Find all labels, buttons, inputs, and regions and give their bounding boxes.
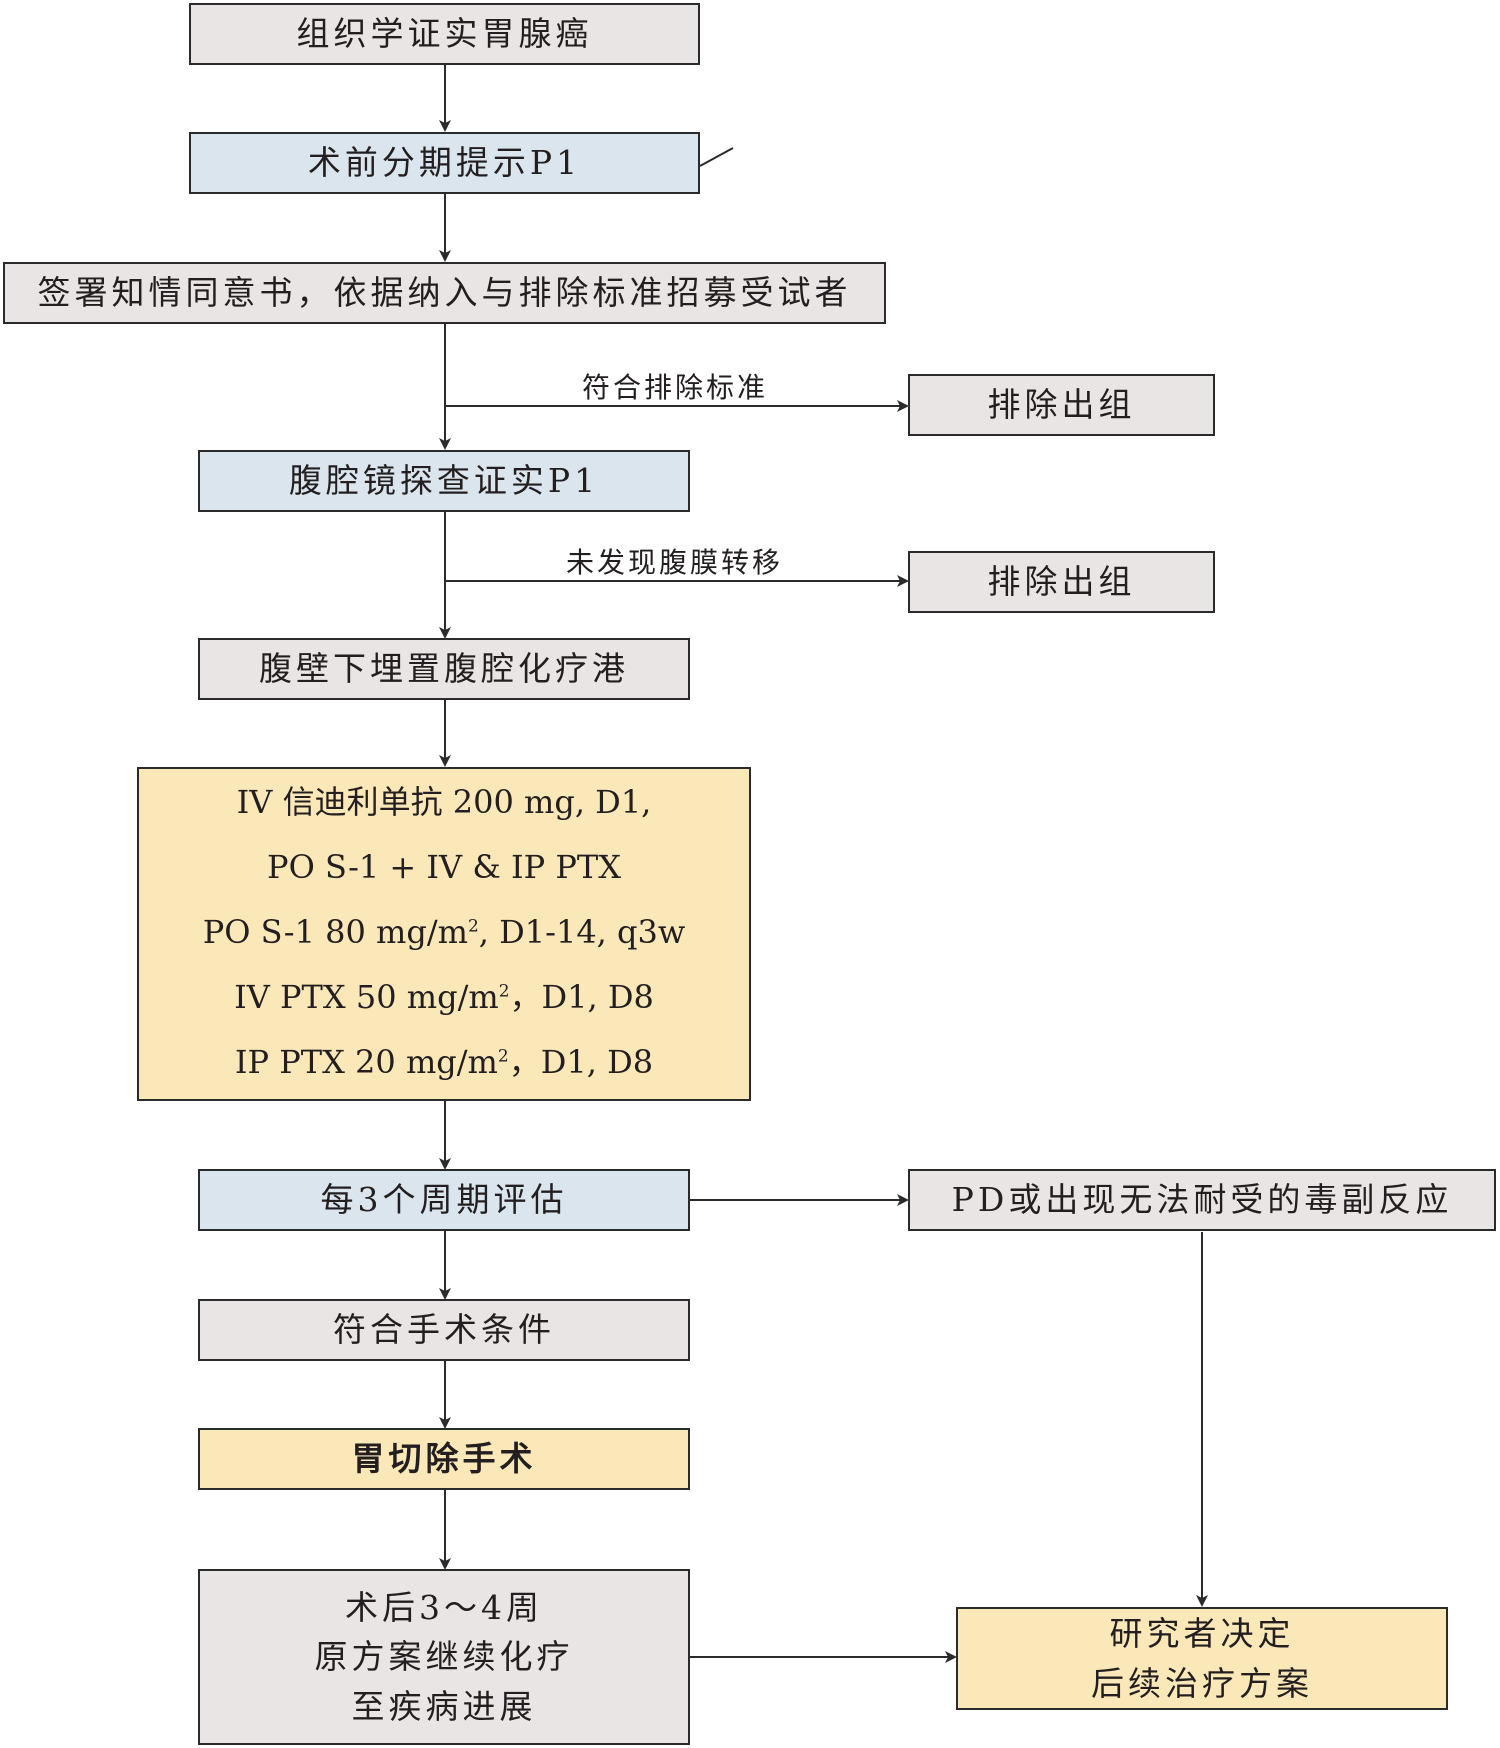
node-investigator-line-1: 研究者决定	[1109, 1614, 1295, 1653]
regimen-line-2: PO S-1 + IV & IP PTX	[267, 847, 621, 886]
node-regimen: IV 信迪利单抗 200 mg, D1, PO S-1 + IV & IP PT…	[137, 767, 751, 1101]
regimen-line-3-schedule: , D1-14, q3w	[478, 912, 686, 951]
node-consent-label: 签署知情同意书，依据纳入与排除标准招募受试者	[37, 273, 852, 313]
node-evaluate-label: 每3个周期评估	[320, 1180, 568, 1220]
edge-label-meets-exclusion: 符合排除标准	[582, 371, 769, 404]
regimen-line-4-exponent: 2	[498, 981, 510, 1002]
node-exclude-1-label: 排除出组	[987, 385, 1136, 425]
regimen-line-3: PO S-1 80 mg/m2, D1-14, q3w	[203, 913, 686, 951]
regimen-line-5-schedule: ，D1, D8	[508, 1042, 654, 1081]
node-gastrectomy-label: 胃切除手术	[351, 1439, 537, 1479]
node-pd: PD或出现无法耐受的毒副反应	[908, 1169, 1496, 1231]
node-postop: 术后3～4周 原方案继续化疗 至疾病进展	[198, 1569, 690, 1745]
node-surgery-eligible: 符合手术条件	[198, 1299, 690, 1361]
node-laparoscopy: 腹腔镜探查证实P1	[198, 450, 690, 512]
node-investigator-line-2: 后续治疗方案	[1091, 1663, 1313, 1703]
edge-label-no-peritoneal-metastasis: 未发现腹膜转移	[566, 546, 784, 579]
node-preop-staging: 术前分期提示P1	[189, 132, 700, 194]
node-exclude-1: 排除出组	[908, 374, 1215, 436]
node-histology-label: 组织学证实胃腺癌	[296, 14, 593, 54]
node-exclude-2: 排除出组	[908, 551, 1215, 613]
node-postop-line-2: 原方案继续化疗	[314, 1637, 574, 1677]
stray-tick-mark	[699, 147, 734, 167]
node-consent: 签署知情同意书，依据纳入与排除标准招募受试者	[3, 262, 886, 324]
node-histology: 组织学证实胃腺癌	[189, 3, 700, 65]
regimen-line-4-dose: IV PTX 50 mg/m	[234, 977, 499, 1016]
node-investigator: 研究者决定 后续治疗方案	[956, 1607, 1448, 1710]
node-laparoscopy-label: 腹腔镜探查证实P1	[288, 461, 600, 501]
node-port: 腹壁下埋置腹腔化疗港	[198, 638, 690, 700]
node-pd-label: PD或出现无法耐受的毒副反应	[951, 1180, 1453, 1220]
regimen-line-3-dose: PO S-1 80 mg/m	[202, 912, 468, 951]
regimen-line-5: IP PTX 20 mg/m2，D1, D8	[235, 1043, 653, 1081]
regimen-line-4: IV PTX 50 mg/m2，D1, D8	[234, 978, 654, 1016]
node-postop-line-1: 术后3～4周	[345, 1587, 543, 1627]
regimen-line-3-exponent: 2	[467, 916, 479, 937]
node-exclude-2-label: 排除出组	[987, 562, 1136, 602]
node-gastrectomy: 胃切除手术	[198, 1428, 690, 1490]
regimen-line-5-exponent: 2	[497, 1045, 509, 1066]
regimen-line-4-schedule: ，D1, D8	[509, 977, 654, 1016]
regimen-line-1: IV 信迪利单抗 200 mg, D1,	[236, 783, 652, 821]
regimen-line-5-dose: IP PTX 20 mg/m	[234, 1042, 498, 1081]
node-evaluate: 每3个周期评估	[198, 1169, 690, 1231]
node-preop-staging-label: 术前分期提示P1	[307, 143, 582, 183]
node-surgery-eligible-label: 符合手术条件	[333, 1310, 555, 1350]
node-port-label: 腹壁下埋置腹腔化疗港	[259, 649, 629, 689]
node-postop-line-3: 至疾病进展	[351, 1686, 537, 1726]
